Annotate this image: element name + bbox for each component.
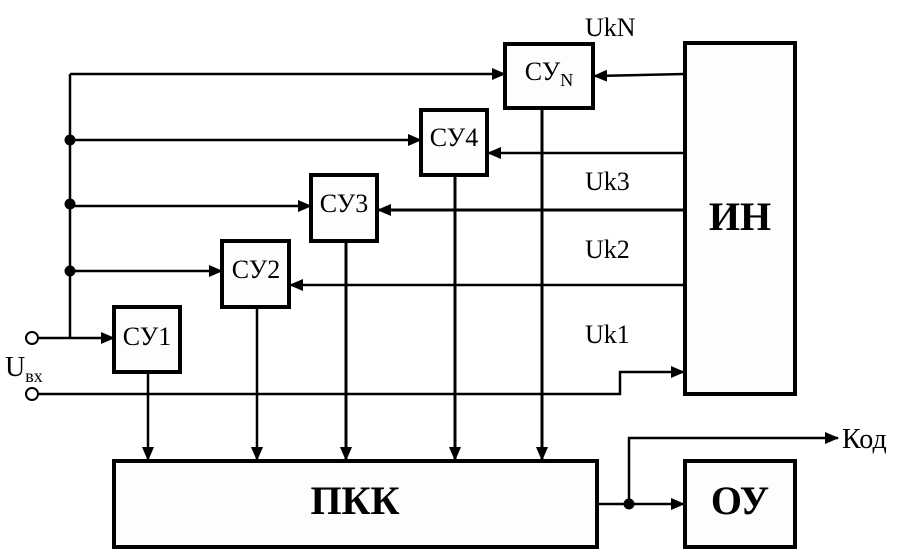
- block-ou-label: ОУ: [711, 478, 769, 523]
- input-label: Uвх: [5, 352, 43, 386]
- signal-label-uk3: Uk3: [585, 167, 630, 196]
- block-ou: ОУ: [683, 459, 797, 549]
- block-su4: СУ4: [419, 108, 489, 177]
- block-su2-label: СУ2: [232, 255, 280, 284]
- block-in: ИН: [683, 41, 797, 396]
- block-pkk-label: ПКК: [310, 478, 399, 523]
- signal-label-uk2: Uk2: [585, 235, 630, 264]
- junction-dot: [64, 198, 76, 210]
- block-in-label: ИН: [709, 194, 771, 239]
- wire-ukn: [593, 69, 685, 82]
- wire-input-in: [38, 366, 685, 396]
- block-su4-label: СУ4: [430, 123, 478, 152]
- input-terminal-bottom: [25, 387, 39, 401]
- block-sun-label: СУN: [525, 57, 573, 90]
- input-terminal-top: [25, 331, 39, 345]
- block-sun: СУN: [503, 42, 595, 110]
- block-pkk: ПКК: [112, 459, 599, 549]
- signal-label-ukn: UkN: [585, 13, 636, 42]
- signal-label-kod: Код: [842, 424, 887, 455]
- wire-kod: [627, 432, 839, 504]
- block-su3: СУ3: [309, 173, 379, 243]
- junction-dot: [623, 498, 635, 510]
- block-su1: СУ1: [112, 305, 182, 374]
- signal-label-uk1: Uk1: [585, 320, 630, 349]
- block-su2: СУ2: [220, 239, 291, 309]
- block-su1-label: СУ1: [123, 322, 171, 351]
- block-su3-label: СУ3: [320, 189, 368, 218]
